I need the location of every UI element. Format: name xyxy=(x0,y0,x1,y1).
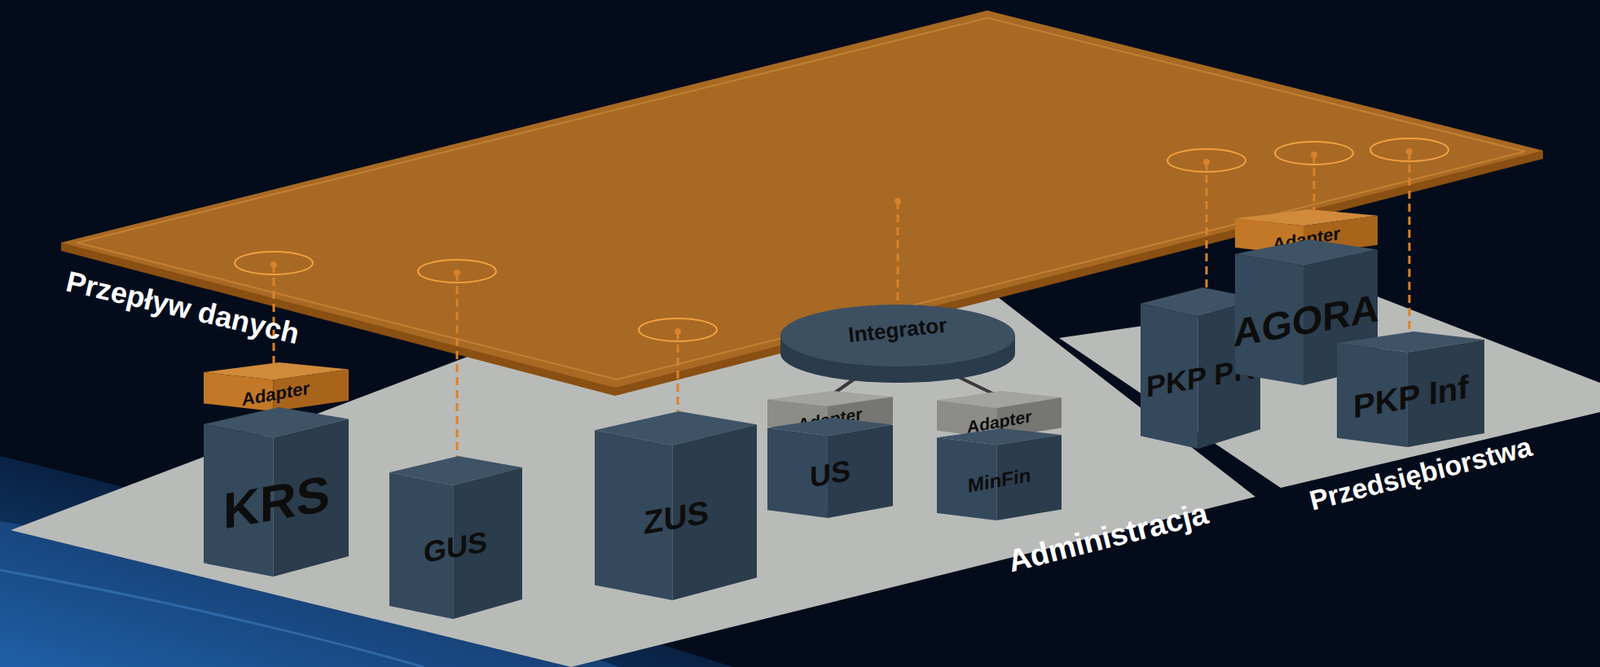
data-link xyxy=(273,151,1410,462)
system-box: US xyxy=(767,417,893,519)
system-box: ZUS xyxy=(594,411,757,601)
system-box: GUS xyxy=(389,456,523,620)
system-box: PKP Inf xyxy=(1336,331,1485,448)
system-box: KRS xyxy=(203,407,349,577)
data-link-dot xyxy=(270,148,1414,466)
adapter-slab: Adapter xyxy=(203,362,349,412)
system-box: MinFin xyxy=(936,428,1062,521)
disc-outline xyxy=(780,303,1016,385)
system-label: US xyxy=(809,456,851,493)
data-plane-edge xyxy=(61,10,1543,396)
data-plane xyxy=(61,10,1543,388)
integrator-disc: Integrator xyxy=(780,303,1016,385)
